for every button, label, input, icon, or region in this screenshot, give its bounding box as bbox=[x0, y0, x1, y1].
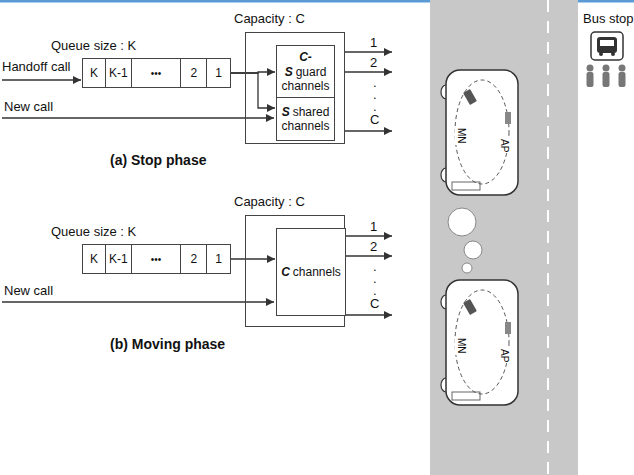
channel-number: C bbox=[370, 297, 379, 312]
capacity-heading: Capacity : C bbox=[234, 11, 305, 26]
channel-box: Sshared channels bbox=[276, 97, 335, 141]
channel-box: Cchannels bbox=[276, 228, 346, 316]
phase-caption: (a) Stop phase bbox=[110, 152, 206, 168]
channel-name: channels bbox=[293, 265, 341, 279]
queue-cell: 1 bbox=[206, 59, 230, 87]
bus bbox=[441, 70, 518, 195]
device-label: AP bbox=[499, 348, 511, 363]
connectors bbox=[231, 72, 275, 259]
channel-box: C-Sguard channels bbox=[276, 45, 335, 99]
road bbox=[430, 0, 578, 475]
bus-stop-sign bbox=[591, 32, 623, 60]
device-label: MN bbox=[455, 337, 467, 355]
output-arrows bbox=[345, 236, 392, 315]
queue-cell: ••• bbox=[131, 59, 181, 87]
capacity-box: C-Sguard channelsSshared channelsCapacit… bbox=[245, 32, 345, 144]
input-label: New call bbox=[4, 284, 53, 299]
new-call-arrow bbox=[2, 301, 274, 302]
input-label: Handoff call bbox=[2, 60, 70, 75]
queue-cell: 2 bbox=[180, 245, 206, 273]
output-arrows bbox=[345, 52, 392, 131]
channel-text: C-Sguard channels bbox=[277, 48, 334, 95]
capacity-box: CchannelsCapacity : C bbox=[245, 215, 345, 327]
lane-line bbox=[547, 0, 549, 475]
input-label: New call bbox=[4, 100, 53, 115]
bubbles bbox=[448, 208, 482, 273]
people bbox=[587, 65, 626, 88]
phase-caption: (b) Moving phase bbox=[110, 336, 225, 352]
queue-cell: K-1 bbox=[105, 245, 131, 273]
channel-number: 1 bbox=[370, 220, 377, 235]
channel-number: 1 bbox=[370, 36, 377, 51]
queue-cell: K-1 bbox=[105, 59, 131, 87]
queue-cell: K bbox=[83, 59, 105, 87]
capacity-heading: Capacity : C bbox=[234, 194, 305, 209]
bus-stop-label: Bus stop bbox=[583, 12, 634, 27]
channel-number: 2 bbox=[370, 56, 377, 71]
queue-heading: Queue size : K bbox=[51, 224, 136, 239]
channel-symbol: S bbox=[282, 105, 290, 119]
device-label: AP bbox=[499, 138, 511, 153]
queue-connector bbox=[231, 73, 275, 108]
channel-number: C bbox=[370, 113, 379, 128]
queue-box: Queue size : KKK-1•••21 bbox=[82, 244, 231, 274]
channel-text: Sshared channels bbox=[277, 103, 334, 136]
queue-cell: 2 bbox=[180, 59, 206, 87]
queue-box: Queue size : KKK-1•••21 bbox=[82, 58, 231, 88]
channel-text: Cchannels bbox=[278, 263, 344, 281]
queue-cell: K bbox=[83, 245, 105, 273]
device-label: MN bbox=[455, 127, 467, 145]
queue-cell: 1 bbox=[206, 245, 230, 273]
channel-symbol: C bbox=[281, 265, 290, 279]
channel-number: 2 bbox=[370, 240, 377, 255]
handoff-arrow bbox=[2, 79, 81, 80]
new-call-arrow bbox=[2, 117, 274, 118]
queue-heading: Queue size : K bbox=[51, 38, 136, 53]
queue-connector bbox=[231, 258, 275, 259]
bus bbox=[441, 280, 518, 405]
queue-cell: ••• bbox=[131, 245, 181, 273]
